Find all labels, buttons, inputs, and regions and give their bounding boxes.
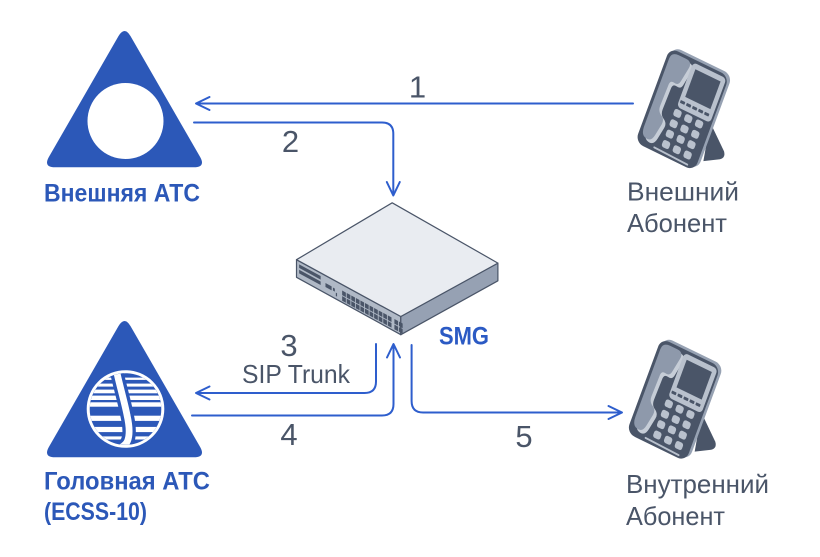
svg-text:3: 3 (280, 328, 297, 363)
svg-text:1: 1 (409, 70, 426, 105)
svg-text:Головная АТС: Головная АТС (44, 468, 210, 496)
svg-text:Внутренний: Внутренний (626, 469, 769, 499)
svg-text:(ECSS-10): (ECSS-10) (44, 498, 147, 526)
svg-text:Абонент: Абонент (626, 501, 725, 531)
svg-text:SMG: SMG (439, 323, 489, 351)
svg-text:Внешний: Внешний (627, 177, 739, 207)
svg-text:SIP Trunk: SIP Trunk (242, 359, 351, 389)
svg-text:4: 4 (280, 417, 297, 452)
svg-text:Внешняя АТС: Внешняя АТС (44, 180, 200, 208)
svg-text:5: 5 (515, 419, 532, 454)
svg-text:Абонент: Абонент (627, 208, 727, 238)
svg-text:2: 2 (282, 124, 299, 159)
